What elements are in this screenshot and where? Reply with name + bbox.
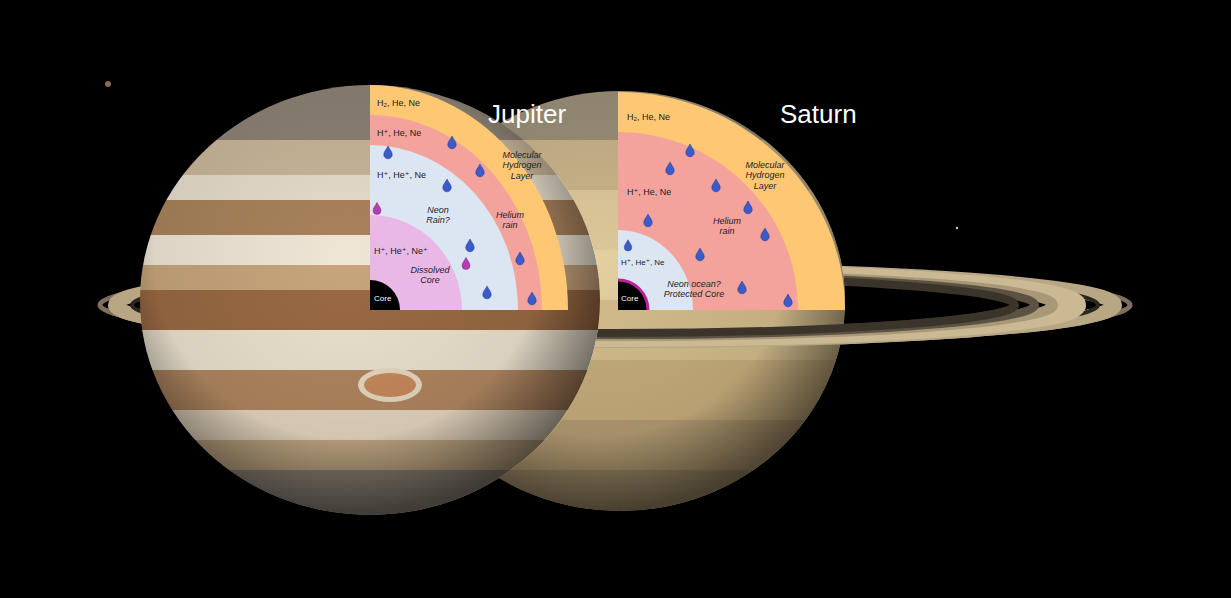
- raindrop: [528, 292, 537, 305]
- raindrop: [761, 228, 770, 241]
- raindrop: [624, 240, 632, 251]
- planet-title: Jupiter: [488, 100, 566, 130]
- core-label: Core: [374, 294, 391, 303]
- moon: [105, 81, 111, 87]
- layer-label: Molecular Hydrogen Layer: [496, 150, 548, 181]
- neon-ocean-shell: [618, 280, 648, 310]
- raindrop: [644, 214, 653, 227]
- composition-label: H⁺, He⁺, Ne: [621, 258, 665, 267]
- raindrop: [443, 179, 452, 192]
- composition-label: H⁺, He⁺, Ne: [377, 170, 426, 180]
- raindrop: [784, 294, 793, 307]
- composition-label: H⁺, He, Ne: [377, 128, 421, 138]
- metallic-hydrogen-layer: [618, 132, 798, 310]
- raindrop: [483, 286, 492, 299]
- raindrop: [466, 239, 475, 252]
- composition-label: H⁺, He⁺, Ne⁺: [374, 246, 428, 256]
- layer-label: Molecular Hydrogen Layer: [738, 160, 792, 191]
- helium-layer: [370, 145, 518, 310]
- layer-label: Dissolved Core: [405, 265, 455, 286]
- composition-label: H₂, He, Ne: [377, 98, 420, 108]
- raindrop: [744, 201, 753, 214]
- jupiter-shading: [140, 85, 600, 515]
- metallic-hydrogen-layer: [370, 115, 542, 310]
- core: [370, 280, 400, 310]
- planet-title: Saturn: [780, 100, 857, 130]
- raindrop: [384, 146, 393, 159]
- raindrop: [476, 164, 485, 177]
- raindrop: [462, 257, 470, 269]
- layer-label: Neon Rain?: [420, 205, 456, 226]
- jupiter-body: [135, 80, 605, 520]
- raindrop: [448, 136, 457, 149]
- layer-label: Helium rain: [490, 210, 530, 231]
- neon-layer: [370, 215, 462, 310]
- raindrop: [738, 281, 747, 294]
- raindrop: [666, 162, 675, 175]
- layer-label: Neon ocean? Protected Core: [660, 279, 728, 300]
- core: [618, 280, 648, 310]
- molecular-layer: [370, 85, 568, 310]
- raindrop: [516, 252, 525, 265]
- composition-label: H₂, He, Ne: [627, 112, 670, 122]
- composition-label: H⁺, He, Ne: [627, 187, 671, 197]
- jupiter-cutaway: [370, 85, 568, 310]
- raindrop: [696, 248, 705, 261]
- core-label: Core: [621, 294, 638, 303]
- layer-label: Helium rain: [706, 216, 748, 237]
- raindrop: [373, 202, 381, 214]
- neon-raindrops: [373, 202, 470, 269]
- helium-raindrops: [624, 144, 792, 307]
- moon: [956, 227, 958, 229]
- raindrop: [686, 144, 695, 157]
- raindrop: [712, 179, 721, 192]
